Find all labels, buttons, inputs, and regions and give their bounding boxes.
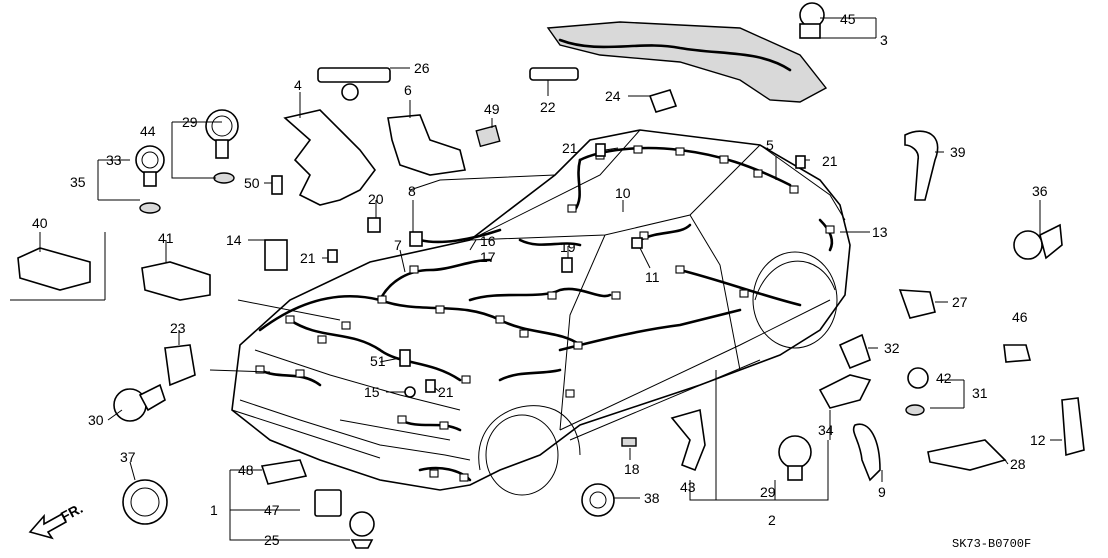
callout-33: 33 xyxy=(106,152,122,168)
connectors xyxy=(255,145,835,482)
callouts: 1 2 3 4 5 6 7 8 9 10 11 12 13 14 15 16 1… xyxy=(32,11,1048,548)
callout-29a: 29 xyxy=(182,114,198,130)
callout-34: 34 xyxy=(818,422,834,438)
front-direction: FR. xyxy=(28,500,85,540)
callout-30: 30 xyxy=(88,412,104,428)
callout-37: 37 xyxy=(120,449,136,465)
callout-41: 41 xyxy=(158,230,174,246)
callout-36: 36 xyxy=(1032,183,1048,199)
callout-40: 40 xyxy=(32,215,48,231)
callout-45: 45 xyxy=(840,11,856,27)
callout-42: 42 xyxy=(936,370,952,386)
callout-49: 49 xyxy=(484,101,500,117)
callout-1: 1 xyxy=(210,502,218,518)
callout-24: 24 xyxy=(605,88,621,104)
car-body xyxy=(231,129,851,496)
callout-11: 11 xyxy=(645,269,660,285)
callout-9: 9 xyxy=(878,484,886,500)
callout-17: 17 xyxy=(480,249,496,265)
callout-43: 43 xyxy=(680,479,696,495)
callout-5: 5 xyxy=(766,137,774,153)
callout-14: 14 xyxy=(226,232,242,248)
callout-13: 13 xyxy=(872,224,888,240)
callout-22: 22 xyxy=(540,99,556,115)
callout-38: 38 xyxy=(644,490,660,506)
callout-20: 20 xyxy=(368,191,384,207)
callout-46: 46 xyxy=(1012,309,1028,325)
callout-39: 39 xyxy=(950,144,966,160)
callout-18: 18 xyxy=(624,461,640,477)
callout-28: 28 xyxy=(1010,456,1026,472)
callout-27: 27 xyxy=(952,294,968,310)
wire-harness xyxy=(258,146,834,482)
callout-10: 10 xyxy=(615,185,631,201)
callout-6: 6 xyxy=(404,82,412,98)
leader-lines xyxy=(10,17,1062,541)
callout-15: 15 xyxy=(364,384,380,400)
front-arrow-icon xyxy=(28,512,68,540)
callout-44: 44 xyxy=(140,123,156,139)
callout-31: 31 xyxy=(972,385,988,401)
callout-8: 8 xyxy=(408,183,416,199)
diagram-code: SK73-B0700F xyxy=(952,537,1031,551)
callout-16: 16 xyxy=(480,233,496,249)
callout-23: 23 xyxy=(170,320,186,336)
callout-3: 3 xyxy=(880,32,888,48)
callout-29b: 29 xyxy=(760,484,776,500)
callout-47: 47 xyxy=(264,502,280,518)
parts xyxy=(17,2,1085,549)
callout-19: 19 xyxy=(560,239,576,255)
rear-spoiler xyxy=(546,21,828,103)
callout-21a: 21 xyxy=(562,140,578,156)
callout-32: 32 xyxy=(884,340,900,356)
callout-51: 51 xyxy=(370,353,386,369)
callout-48: 48 xyxy=(238,462,254,478)
callout-4: 4 xyxy=(294,77,302,93)
callout-21b: 21 xyxy=(822,153,838,169)
callout-12: 12 xyxy=(1030,432,1046,448)
callout-7: 7 xyxy=(394,237,402,253)
callout-2: 2 xyxy=(768,512,776,528)
callout-21c: 21 xyxy=(300,250,316,266)
callout-25: 25 xyxy=(264,532,280,548)
callout-26: 26 xyxy=(414,60,430,76)
callout-50: 50 xyxy=(244,175,260,191)
callout-35: 35 xyxy=(70,174,86,190)
callout-21d: 21 xyxy=(438,384,454,400)
